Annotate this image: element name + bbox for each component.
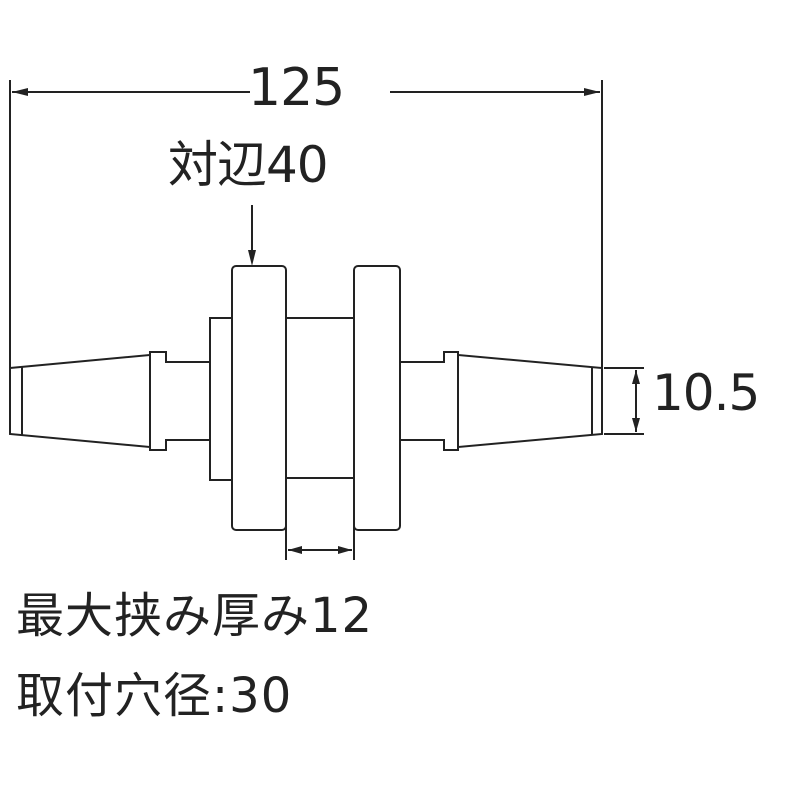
right-hex-nut (353, 265, 401, 531)
leader-arrowhead (248, 250, 256, 266)
diameter-dimension (604, 367, 644, 435)
max-clamp-thickness-spec: 最大挟み厚み12 (16, 588, 374, 644)
mounting-hole-spec: 取付穴径:30 (16, 668, 293, 724)
wrench-flat-leader (248, 205, 256, 266)
arrowhead-left (12, 88, 28, 96)
overall-length-label: 125 (248, 58, 345, 118)
diameter-arrow-bottom (632, 418, 640, 432)
arrowhead-right (584, 88, 600, 96)
center-body (285, 317, 355, 479)
hose-diameter-label: 10.5 (652, 364, 760, 422)
clamp-arrow-right (338, 546, 352, 554)
left-hex-nut (231, 265, 287, 531)
left-collar (209, 317, 233, 481)
overall-length-dimension (9, 80, 603, 368)
right-hose-barb (399, 351, 603, 451)
clamp-arrow-left (288, 546, 302, 554)
clamp-thickness-dimension (285, 478, 355, 560)
diameter-arrow-top (632, 370, 640, 384)
left-hose-barb (9, 351, 211, 451)
wrench-flat-label: 対辺40 (168, 136, 329, 194)
